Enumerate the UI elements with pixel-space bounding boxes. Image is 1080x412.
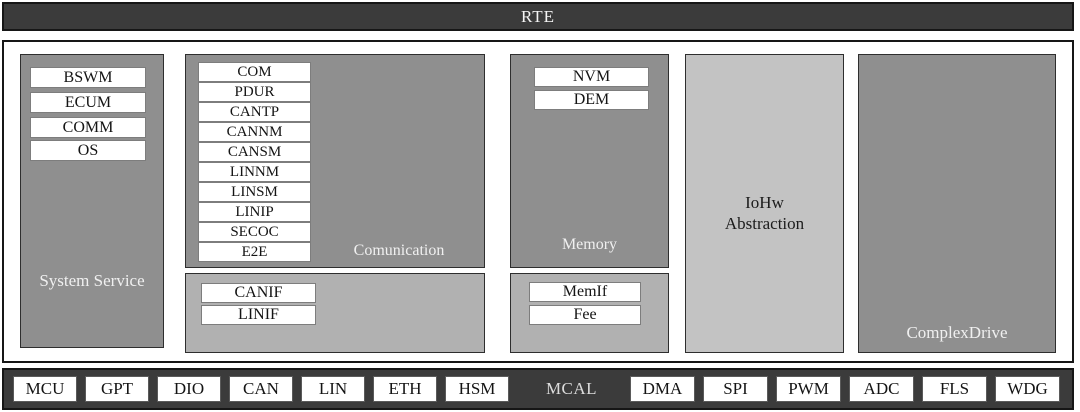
module-chip-nvm: NVM: [534, 67, 649, 87]
mcal-chip-spi: SPI: [703, 376, 768, 402]
mcal-chip-eth: ETH: [373, 376, 437, 402]
module-chip-e2e: E2E: [198, 242, 311, 262]
complex-drive-label: ComplexDrive: [906, 323, 1008, 342]
iohw-label-line1: IoHw: [745, 193, 784, 212]
communication-block: COM PDUR CANTP CANNM CANSM LINNM LINSM L…: [185, 54, 485, 268]
module-chip-memif: MemIf: [529, 282, 641, 302]
module-chip-dem: DEM: [534, 90, 649, 110]
iohw-abstraction-label: IoHw Abstraction: [686, 192, 843, 234]
module-chip-secoc: SECOC: [198, 222, 311, 242]
module-chip-cantp: CANTP: [198, 102, 311, 122]
module-chip-com: COM: [198, 62, 311, 82]
module-chip-comm: COMM: [30, 117, 146, 138]
rte-layer-bar: RTE: [2, 2, 1074, 31]
module-chip-pdur: PDUR: [198, 82, 311, 102]
module-chip-fee: Fee: [529, 305, 641, 325]
mcal-chip-dma: DMA: [630, 376, 695, 402]
module-chip-cannm: CANNM: [198, 122, 311, 142]
system-service-block: BSWM ECUM COMM OS System Service: [20, 54, 164, 348]
mcal-chip-can: CAN: [229, 376, 293, 402]
memory-label: Memory: [561, 236, 618, 253]
complex-drive-block: ComplexDrive: [858, 54, 1056, 353]
memory-interface-block: MemIf Fee: [510, 273, 669, 353]
mcal-label: MCAL: [545, 379, 598, 398]
rte-label: RTE: [520, 6, 556, 26]
mcal-chip-fls: FLS: [922, 376, 987, 402]
module-chip-linip: LINIP: [198, 202, 311, 222]
module-chip-canif: CANIF: [201, 283, 316, 303]
iohw-label-line2: Abstraction: [724, 214, 805, 233]
mcal-chip-mcu: MCU: [13, 376, 77, 402]
module-chip-bswm: BSWM: [30, 67, 146, 88]
mcal-chip-adc: ADC: [849, 376, 914, 402]
iohw-abstraction-block: IoHw Abstraction: [685, 54, 844, 353]
mcal-chip-hsm: HSM: [445, 376, 509, 402]
module-chip-ecum: ECUM: [30, 92, 146, 113]
mcal-chip-wdg: WDG: [995, 376, 1060, 402]
mcal-chip-gpt: GPT: [85, 376, 149, 402]
module-chip-os: OS: [30, 140, 146, 161]
system-service-label: System Service: [39, 271, 145, 290]
mcal-chip-dio: DIO: [157, 376, 221, 402]
mcal-chip-pwm: PWM: [776, 376, 841, 402]
memory-block: NVM DEM Memory: [510, 54, 669, 268]
module-chip-linsm: LINSM: [198, 182, 311, 202]
module-chip-linnm: LINNM: [198, 162, 311, 182]
module-chip-linif: LINIF: [201, 305, 316, 325]
communication-label: Comunication: [353, 242, 445, 259]
module-chip-cansm: CANSM: [198, 142, 311, 162]
mcal-layer-bar: MCU GPT DIO CAN LIN ETH HSM MCAL DMA SPI…: [2, 368, 1074, 410]
communication-interface-block: CANIF LINIF: [185, 273, 485, 353]
mcal-chip-lin: LIN: [301, 376, 365, 402]
